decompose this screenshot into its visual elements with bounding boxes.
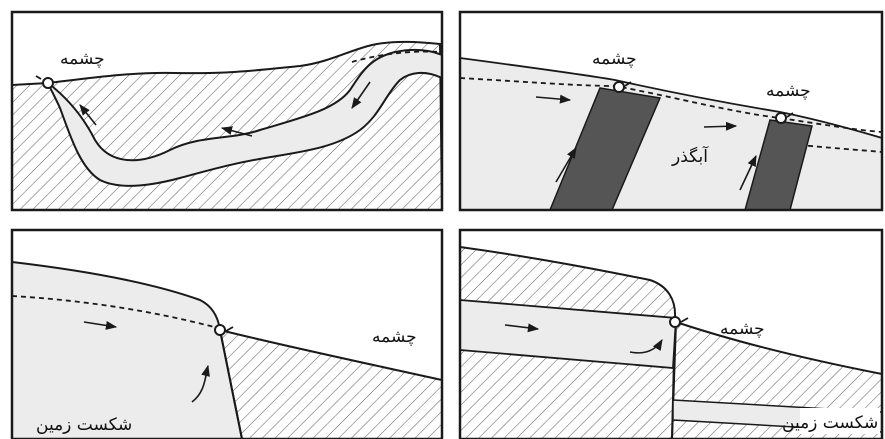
- panel-bottom-right: چشمه شکست زمین: [460, 230, 882, 439]
- spring-label: چشمه: [60, 49, 105, 69]
- spring-point: [43, 78, 53, 88]
- fault-label: شکست زمین: [36, 415, 132, 435]
- spring-label: چشمه: [766, 81, 811, 101]
- flow-arrow: [704, 126, 736, 127]
- spring-point: [776, 113, 786, 123]
- panel-top-left: چشمه: [12, 12, 442, 210]
- fault-label: شکست زمین: [782, 413, 878, 433]
- spring-label: چشمه: [592, 49, 637, 69]
- spring-point: [670, 317, 680, 327]
- panel-bottom-left: چشمه شکست زمین: [12, 230, 442, 439]
- spring-label: چشمه: [720, 319, 765, 339]
- panel-top-right: چشمه چشمه آبگذر: [460, 12, 882, 210]
- spring-label: چشمه: [372, 327, 417, 347]
- spring-point: [215, 325, 225, 335]
- spring-point: [614, 82, 624, 92]
- aquifer-label: آبگذر: [671, 145, 709, 167]
